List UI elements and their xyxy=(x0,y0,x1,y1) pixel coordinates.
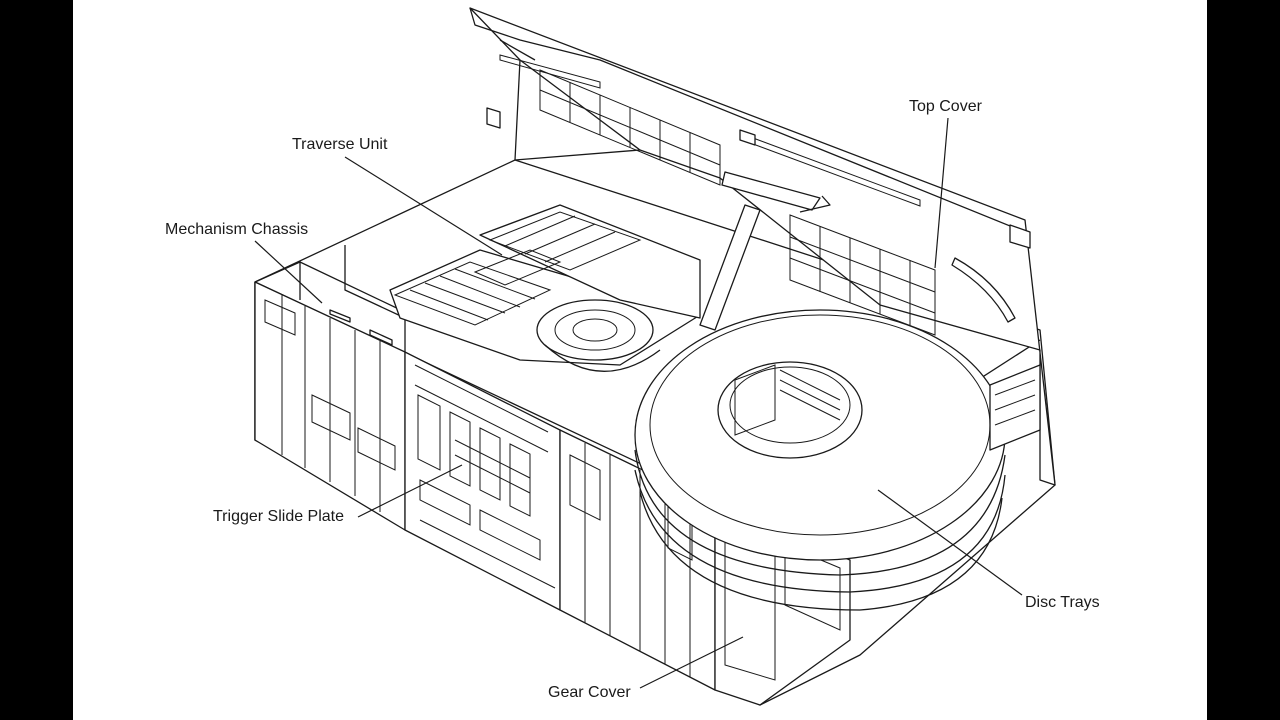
leader-top-cover xyxy=(934,117,949,269)
label-trigger-slide-plate: Trigger Slide Plate xyxy=(213,508,345,525)
leader-gear-cover xyxy=(639,636,744,689)
leader-lines xyxy=(254,117,1023,689)
label-traverse-unit: Traverse Unit xyxy=(292,136,388,153)
traverse-grid xyxy=(393,211,642,326)
cover-grid xyxy=(539,69,936,336)
label-gear-cover: Gear Cover xyxy=(548,684,631,701)
label-disc-trays: Disc Trays xyxy=(1025,594,1100,611)
traverse-unit xyxy=(389,171,831,372)
trigger-slide-plate xyxy=(404,351,561,611)
leader-disc-trays xyxy=(877,489,1023,596)
label-top-cover: Top Cover xyxy=(909,98,982,115)
leader-trigger-slide-plate xyxy=(357,464,463,518)
top-cover xyxy=(469,7,1056,486)
label-mechanism-chassis: Mechanism Chassis xyxy=(165,221,309,238)
disc-trays xyxy=(634,309,1041,611)
leader-traverse-unit xyxy=(344,156,503,256)
leader-mechanism-chassis xyxy=(254,240,323,304)
